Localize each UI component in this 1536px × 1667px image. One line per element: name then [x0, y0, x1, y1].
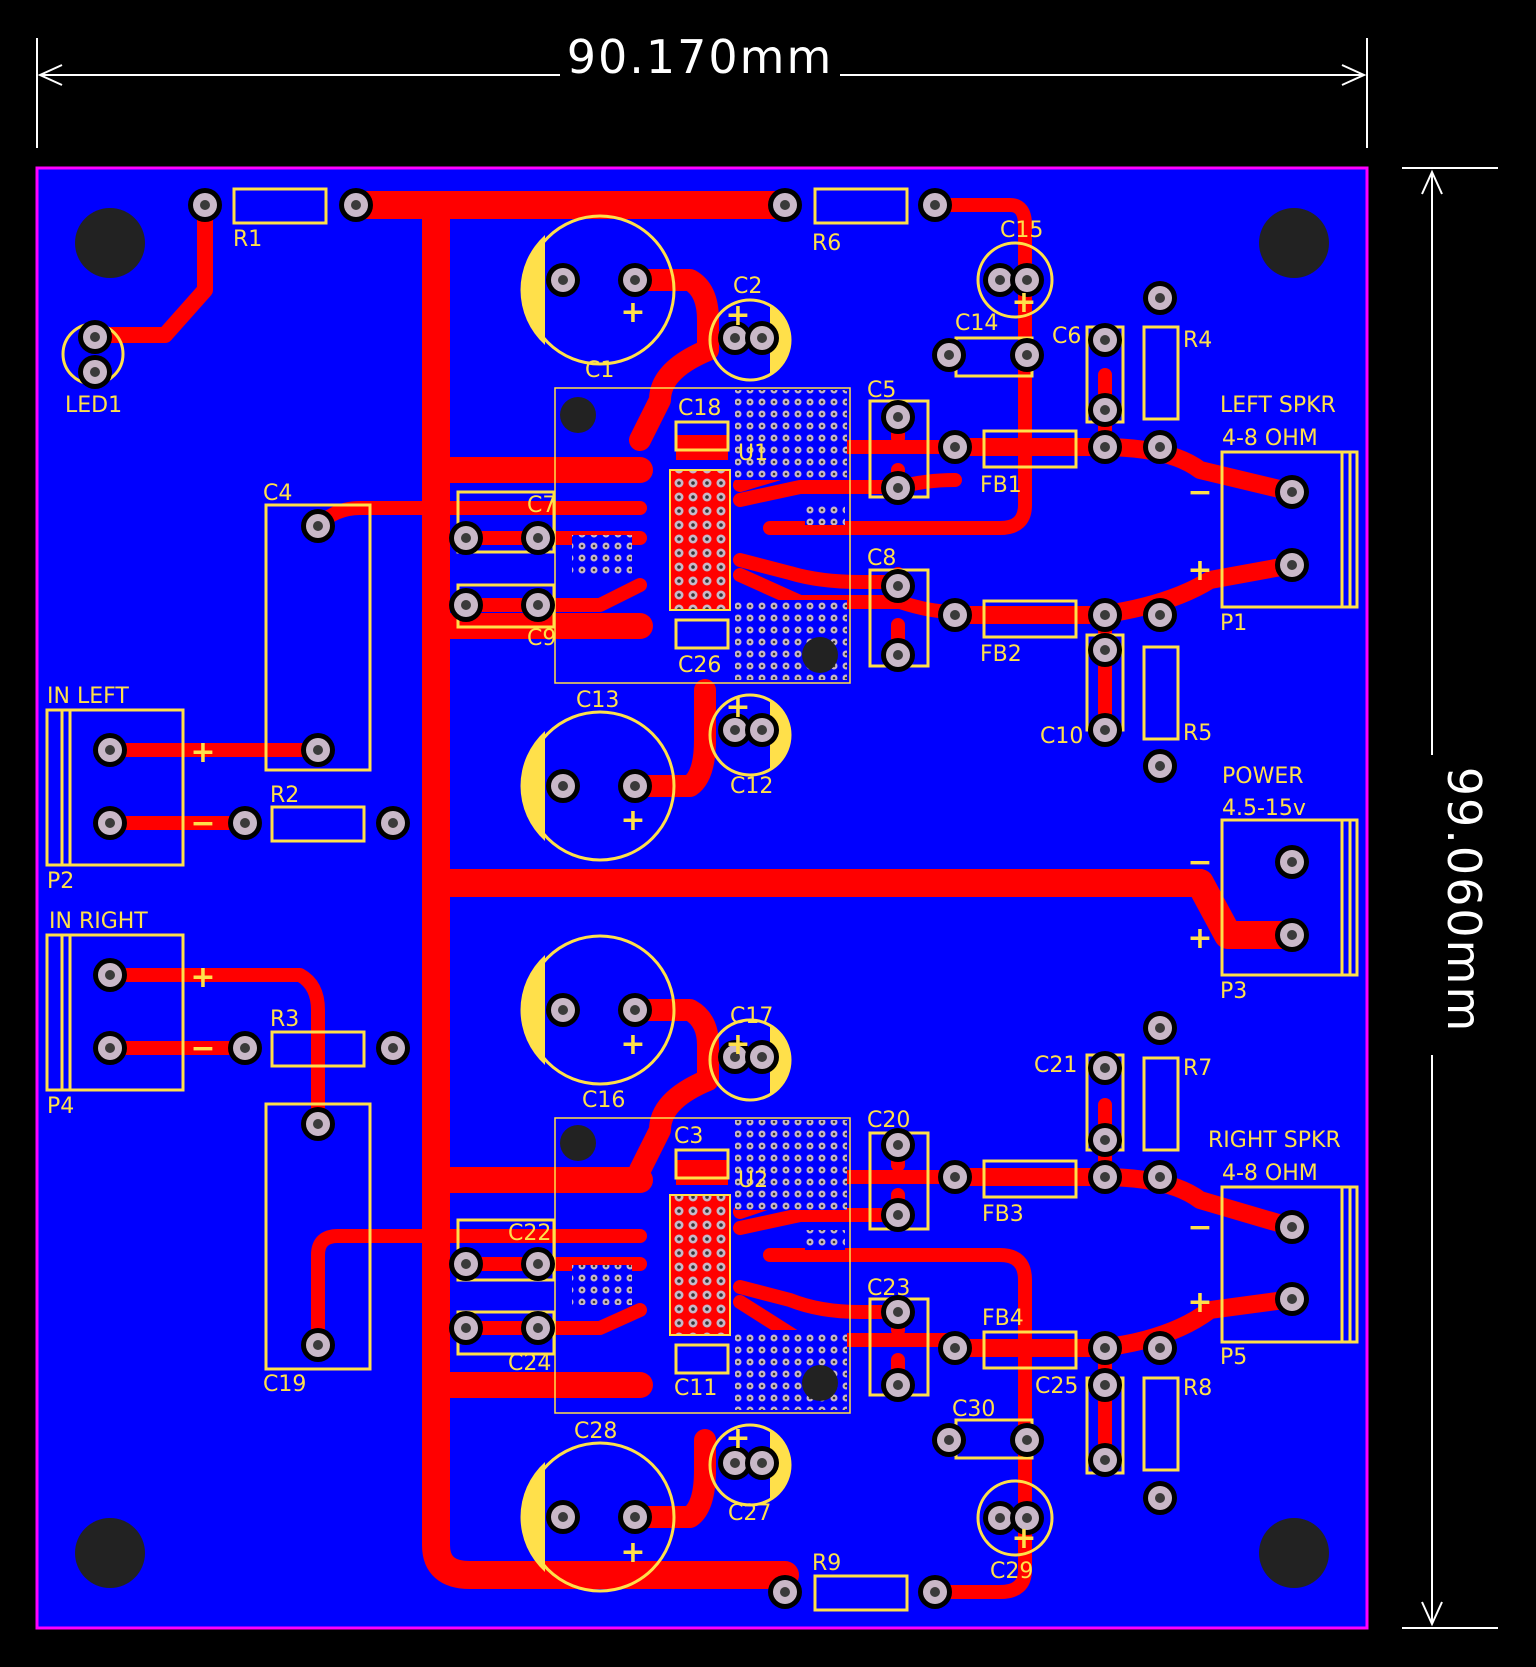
- plus-c13: +: [620, 803, 645, 838]
- designator-c6: C6: [1052, 324, 1081, 349]
- plus-c1: +: [620, 295, 645, 330]
- designator-fb4: FB4: [982, 1306, 1024, 1331]
- right-speaker-impedance: 4-8 OHM: [1222, 1161, 1318, 1186]
- left-speaker-impedance: 4-8 OHM: [1222, 426, 1318, 451]
- designator-c1: C1: [585, 358, 614, 383]
- polarity-glyphs: + − + − − + − + − + + + + + + + + + + +: [190, 285, 1212, 1570]
- designator-r1: R1: [233, 227, 262, 252]
- minus-p5: −: [1187, 1210, 1212, 1245]
- designator-r3: R3: [270, 1007, 299, 1032]
- designator-c12: C12: [730, 774, 773, 799]
- power-voltage: 4.5-15v: [1222, 796, 1306, 821]
- designator-c3: C3: [674, 1124, 703, 1149]
- designator-c18: C18: [678, 396, 721, 421]
- designator-c9: C9: [527, 626, 556, 651]
- designator-r6: R6: [812, 231, 841, 256]
- plus-c28: +: [620, 1535, 645, 1570]
- minus-p3: −: [1187, 845, 1212, 880]
- designator-r9: R9: [812, 1551, 841, 1576]
- designator-c10: C10: [1040, 724, 1083, 749]
- designator-c5: C5: [867, 378, 896, 403]
- designator-c25: C25: [1035, 1374, 1078, 1399]
- u2-footprint: [554, 1117, 851, 1414]
- plus-c2: +: [725, 298, 750, 333]
- designator-c19: C19: [263, 1372, 306, 1397]
- designator-c8: C8: [867, 546, 896, 571]
- designator-r2: R2: [270, 783, 299, 808]
- designator-led1: LED1: [65, 393, 122, 418]
- in-right-label: IN RIGHT: [49, 909, 148, 934]
- mounting-holes: [75, 208, 1329, 1588]
- u1-footprint: [554, 387, 851, 684]
- designator-c11: C11: [674, 1376, 717, 1401]
- board-outline: [35, 166, 1369, 1630]
- designator-c15: C15: [1000, 218, 1043, 243]
- width-dimension-label: 90.170mm: [567, 30, 834, 84]
- left-speaker-label: LEFT SPKR: [1220, 393, 1336, 418]
- plus-c16: +: [620, 1027, 645, 1062]
- right-speaker-label: RIGHT SPKR: [1208, 1128, 1341, 1153]
- designator-c30: C30: [952, 1397, 995, 1422]
- designator-r7: R7: [1183, 1056, 1212, 1081]
- designator-c7: C7: [527, 493, 556, 518]
- power-label: POWER: [1222, 764, 1304, 789]
- designator-p5: P5: [1220, 1345, 1247, 1370]
- plus-p1: +: [1187, 553, 1212, 588]
- designator-c16: C16: [582, 1088, 625, 1113]
- designator-p3: P3: [1220, 979, 1247, 1004]
- designator-c17: C17: [730, 1004, 773, 1029]
- designator-r4: R4: [1183, 328, 1212, 353]
- designator-c20: C20: [867, 1108, 910, 1133]
- plus-c27: +: [725, 1421, 750, 1456]
- plus-p4: +: [190, 960, 215, 995]
- designator-p1: P1: [1220, 611, 1247, 636]
- designator-c13: C13: [576, 688, 619, 713]
- designator-labels: R1 R6 R2 R3 R4 R5 R7 R8 R9 C1 C2 C3 C4 C…: [47, 218, 1247, 1584]
- designator-c2: C2: [733, 274, 762, 299]
- designator-r8: R8: [1183, 1376, 1212, 1401]
- designator-c22: C22: [508, 1221, 551, 1246]
- plus-c17: +: [725, 1027, 750, 1062]
- minus-p4: −: [190, 1031, 215, 1066]
- cap-polarity-marks: [520, 235, 791, 1572]
- designator-u2: U2: [738, 1168, 768, 1193]
- designator-c21: C21: [1034, 1053, 1077, 1078]
- dimension-width: [36, 38, 1368, 148]
- designator-p2: P2: [47, 869, 74, 894]
- plus-p3: +: [1187, 921, 1212, 956]
- height-dimension-label: 99.060mm: [1437, 767, 1491, 1034]
- designator-c14: C14: [955, 311, 998, 336]
- in-left-label: IN LEFT: [47, 684, 129, 709]
- designator-c29: C29: [990, 1559, 1033, 1584]
- plus-p2: +: [190, 735, 215, 770]
- designator-fb2: FB2: [980, 642, 1022, 667]
- designator-r5: R5: [1183, 721, 1212, 746]
- designator-c27: C27: [728, 1501, 771, 1526]
- plus-c12: +: [725, 690, 750, 725]
- plus-p5: +: [1187, 1285, 1212, 1320]
- plus-c15: +: [1011, 285, 1036, 320]
- dimension-height: [1402, 167, 1498, 1629]
- designator-fb1: FB1: [980, 473, 1022, 498]
- designator-c24: C24: [508, 1351, 551, 1376]
- designator-fb3: FB3: [982, 1202, 1024, 1227]
- designator-c23: C23: [867, 1276, 910, 1301]
- silkscreen-outlines: [45, 187, 1359, 1612]
- designator-c28: C28: [574, 1419, 617, 1444]
- plus-c29: +: [1011, 1521, 1036, 1556]
- connector-labels: LEFT SPKR 4-8 OHM POWER 4.5-15v RIGHT SP…: [47, 393, 1341, 1186]
- minus-p2: −: [190, 806, 215, 841]
- designator-p4: P4: [47, 1094, 74, 1119]
- designator-c4: C4: [263, 481, 292, 506]
- minus-p1: −: [1187, 475, 1212, 510]
- designator-u1: U1: [738, 441, 768, 466]
- designator-c26: C26: [678, 653, 721, 678]
